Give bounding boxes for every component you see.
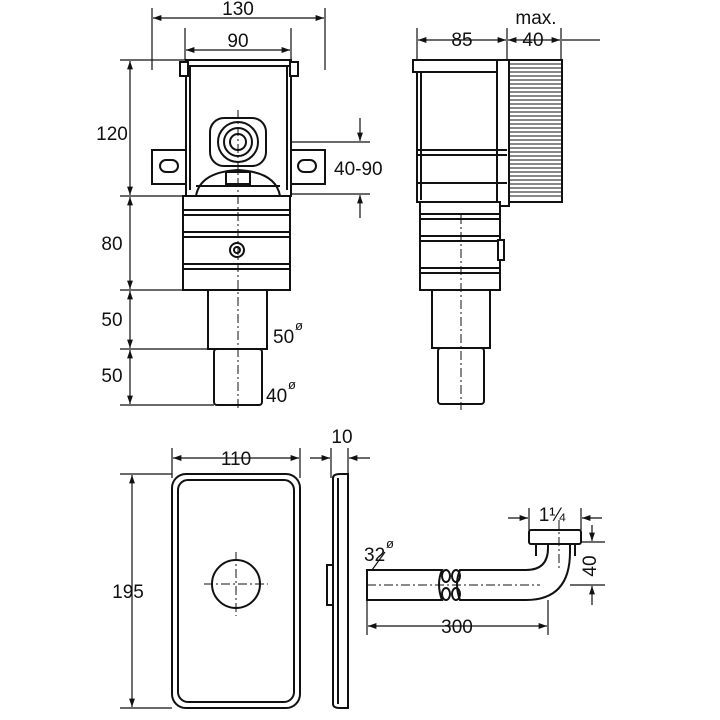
dim-label-110: 110: [221, 449, 251, 470]
siphon-pipe: 1¼ 40 300 32 ø: [364, 505, 605, 638]
dim-label-max40: 40: [522, 30, 543, 51]
dia-label-50: 50: [273, 327, 294, 348]
side-body: [419, 201, 501, 291]
dim-label-1quarter: 1¼: [539, 505, 567, 526]
dim-label-50-upper: 50: [101, 310, 122, 331]
dim-label-40-rise: 40: [580, 555, 601, 576]
dia-label-32: 32: [364, 545, 385, 566]
dim-label-195: 195: [112, 582, 144, 603]
extension-frame: [508, 59, 563, 203]
dia-symbol-40: ø: [288, 377, 296, 392]
dia-label-40: 40: [266, 386, 287, 407]
dim-label-40-90: 40-90: [334, 159, 383, 180]
cover-opening: [211, 559, 261, 609]
dia-symbol-50: ø: [295, 318, 303, 333]
mounting-lug-left: [151, 149, 187, 185]
dim-label-120: 120: [96, 124, 128, 145]
dim-label-130: 130: [222, 0, 254, 20]
extension-hatching: [509, 63, 562, 197]
front-view: 130 90: [96, 0, 383, 410]
dim-label-10: 10: [331, 427, 352, 448]
dim-label-90: 90: [227, 31, 248, 52]
mounting-lug-right: [290, 149, 326, 185]
dim-label-80: 80: [101, 234, 122, 255]
dim-label-50-lower: 50: [101, 366, 122, 387]
pipe-nut: [528, 529, 582, 545]
cover-plate-profile: [332, 473, 349, 709]
dim-label-max-prefix: max.: [515, 8, 556, 29]
pipe-segment-right: [456, 541, 571, 601]
cover-plate-side: 10: [310, 427, 370, 709]
dim-label-300: 300: [441, 617, 473, 638]
dia-symbol-32: ø: [386, 536, 394, 551]
side-view: 85 max. 40: [412, 8, 600, 410]
dim-label-85: 85: [451, 30, 472, 51]
cover-plate-front: 110 195: [112, 448, 301, 709]
side-housing: [416, 59, 508, 203]
